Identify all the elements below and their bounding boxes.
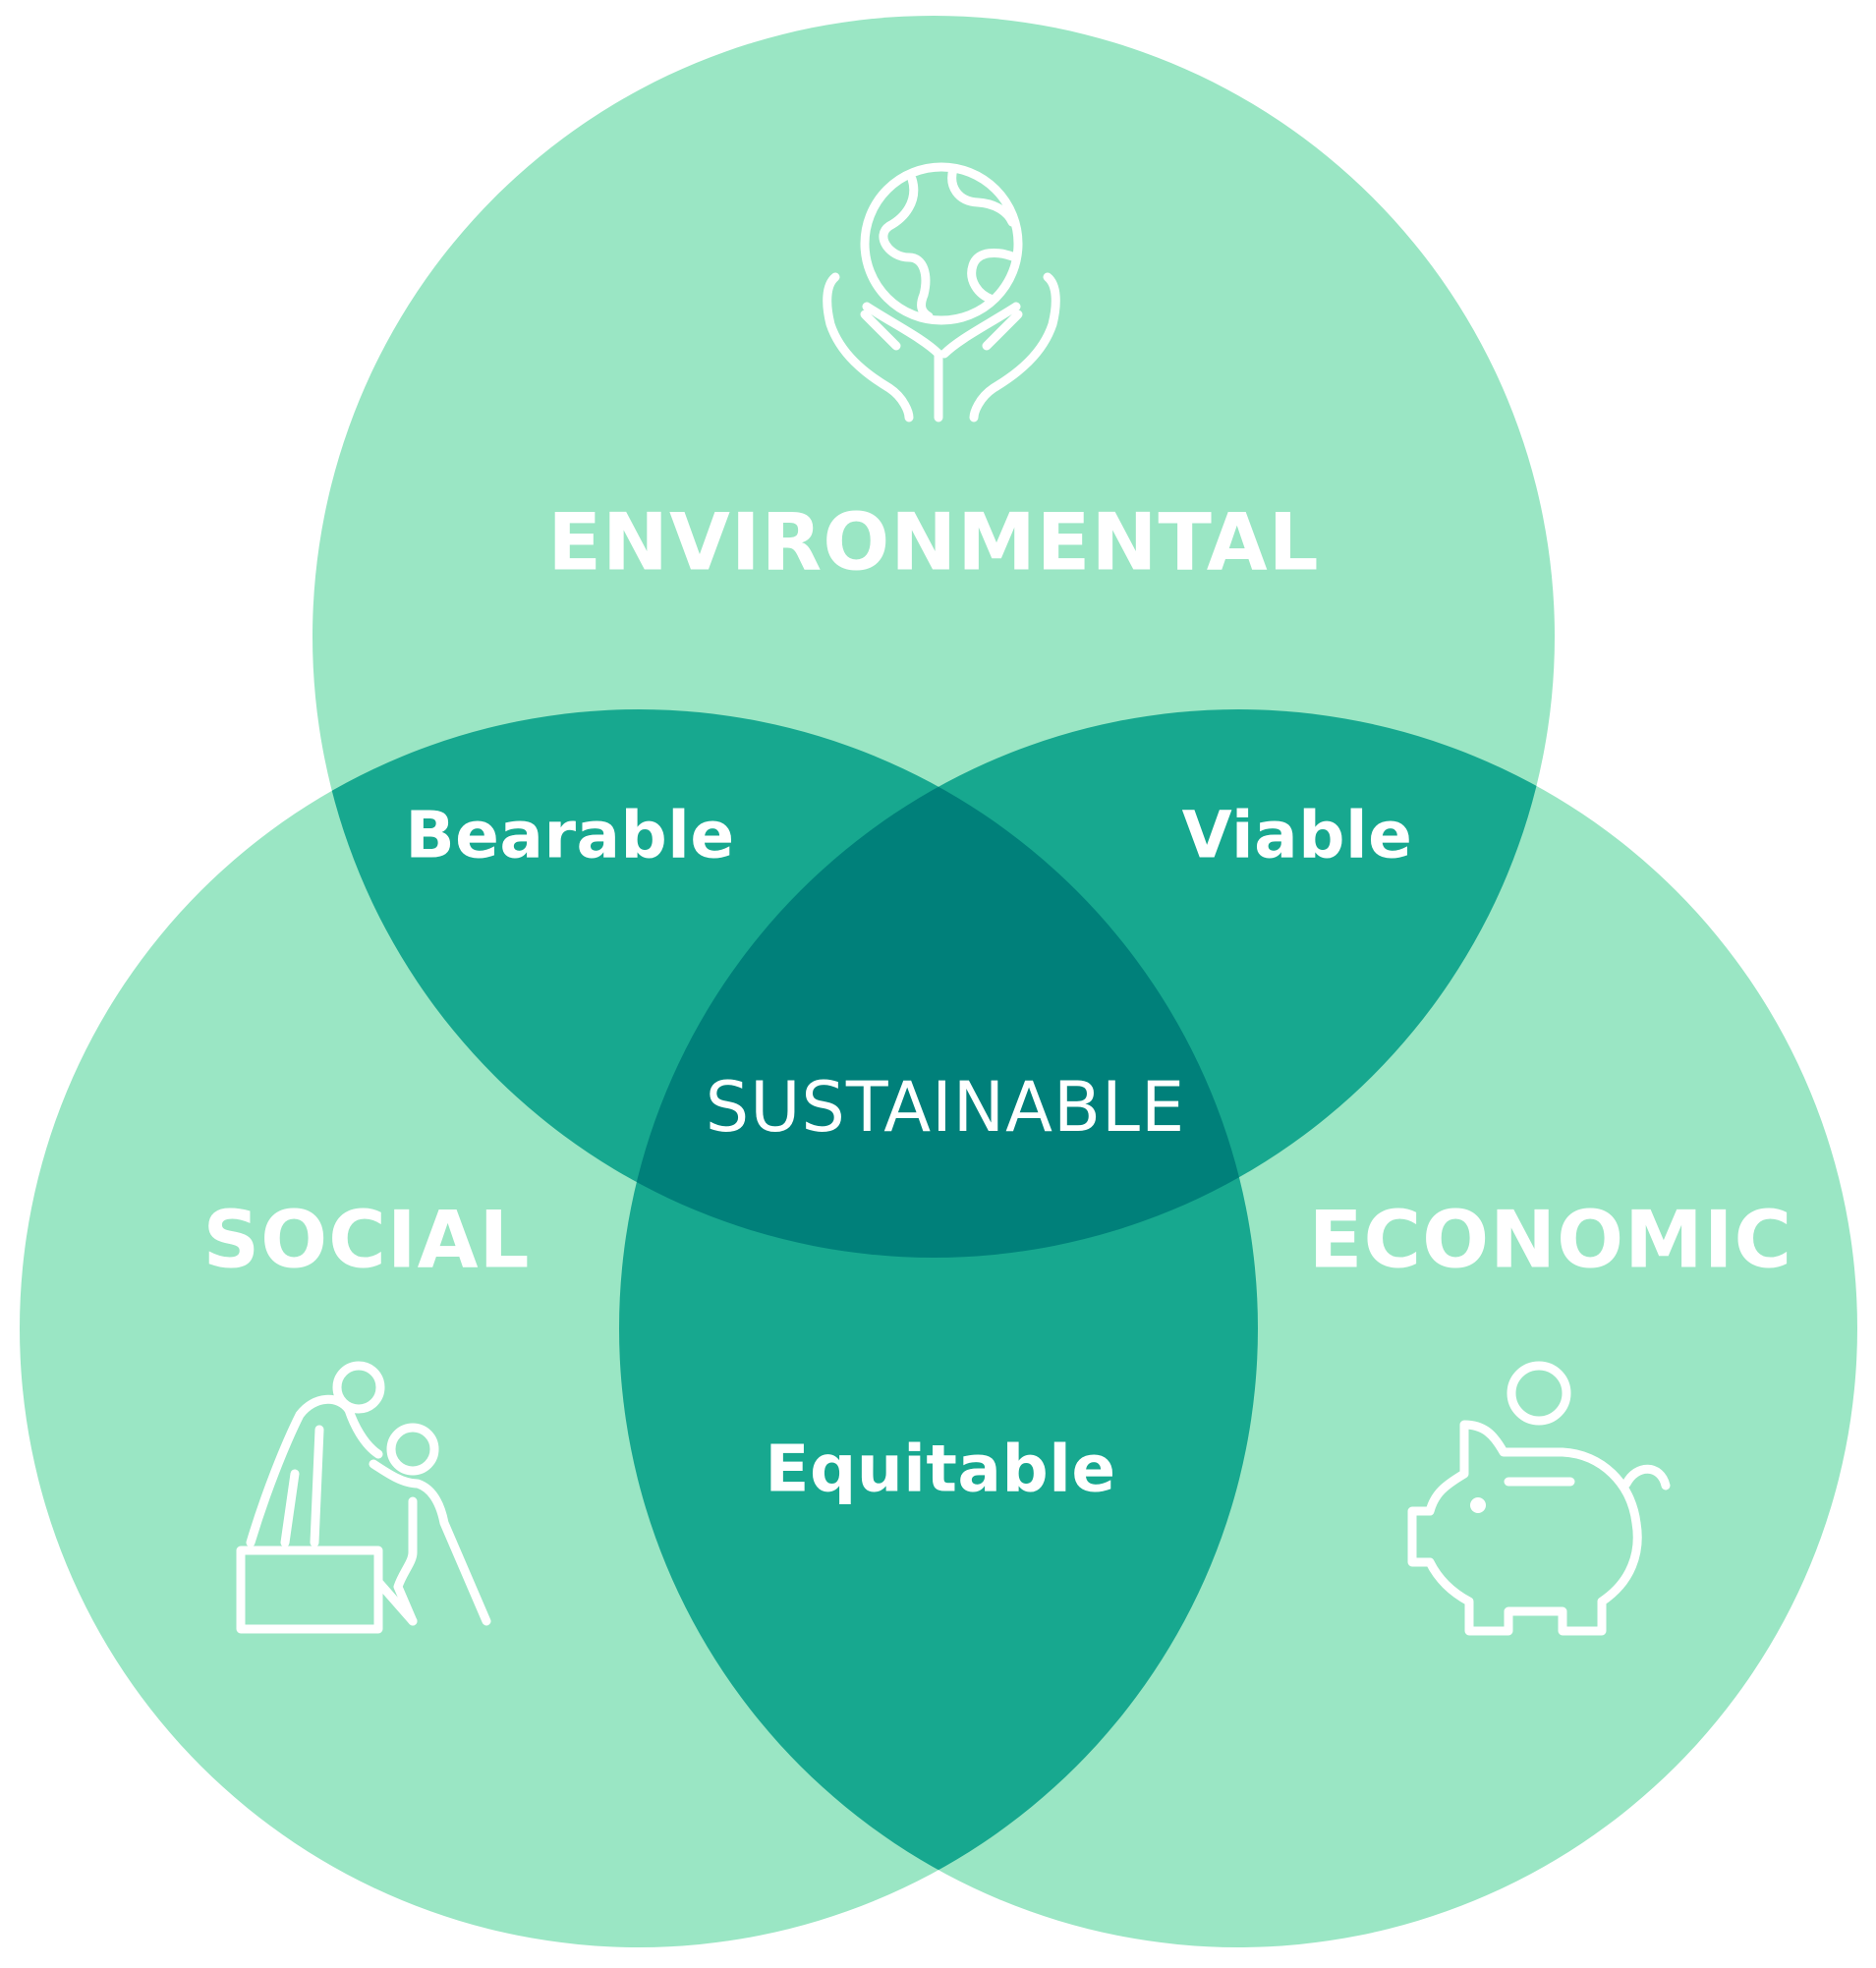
label-economic: ECONOMIC — [1308, 1194, 1793, 1286]
helping-hand-people-icon — [236, 1361, 491, 1634]
label-viable: Viable — [1181, 797, 1413, 873]
label-equitable: Equitable — [765, 1431, 1116, 1507]
piggy-bank-coin-icon — [1407, 1361, 1671, 1636]
label-environmental: ENVIRONMENTAL — [547, 496, 1320, 589]
overlap-all — [619, 709, 1258, 1258]
label-bearable: Bearable — [405, 797, 735, 873]
label-social: SOCIAL — [202, 1194, 531, 1286]
label-sustainable: SUSTAINABLE — [705, 1067, 1186, 1148]
globe-in-hands-icon — [823, 162, 1060, 422]
